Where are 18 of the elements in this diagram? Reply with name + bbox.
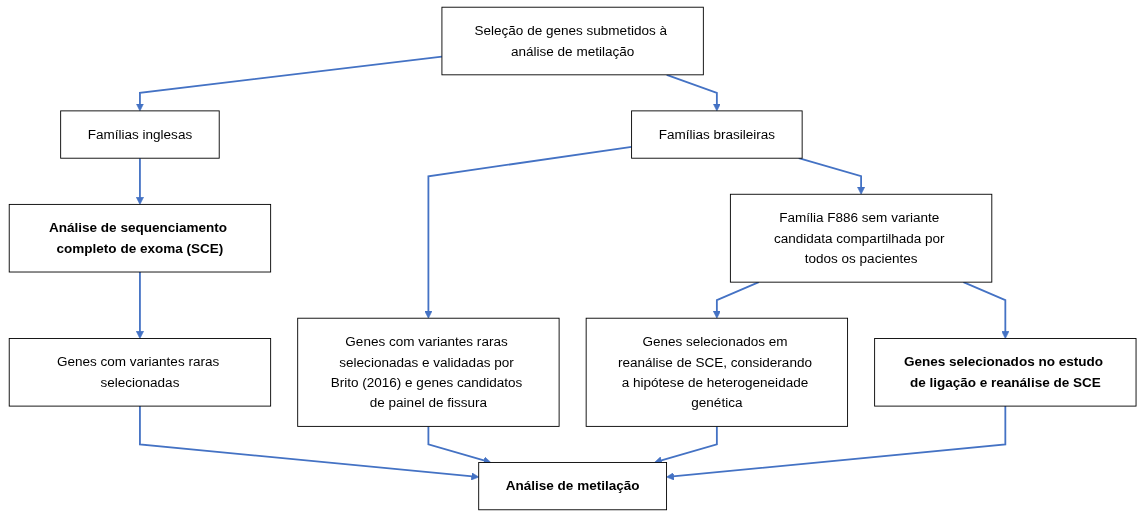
arrow bbox=[424, 145, 633, 319]
node-box: Análise de metilação bbox=[478, 462, 668, 511]
arrow bbox=[136, 55, 444, 112]
node-box: Genes com variantes raras selecionadas bbox=[9, 338, 272, 407]
node-box: Análise de sequenciamento completo de exoma (SCE) bbox=[9, 203, 272, 273]
arrow bbox=[139, 405, 480, 481]
arrow bbox=[136, 271, 145, 339]
arrow bbox=[136, 157, 145, 205]
node-box: Genes com variantes raras selecionadas e validadas por Brito (2016) e genes candidatos de painel de fissura bbox=[297, 317, 560, 427]
node-box: Famílias brasileiras bbox=[631, 110, 803, 159]
arrow bbox=[666, 405, 1007, 481]
arrow bbox=[666, 73, 722, 112]
node-box: Genes selecionados em reanálise de SCE, considerando a hipótese de heterogeneidade genética bbox=[586, 317, 849, 427]
node-box: Seleção de genes submetidos à análise de metilação bbox=[441, 6, 705, 76]
node-box: Famílias inglesas bbox=[60, 110, 220, 159]
arrow bbox=[962, 281, 1010, 339]
node-box: Família F886 sem variante candidata compartilhada por todos os pacientes bbox=[730, 193, 993, 283]
node-box: Genes selecionados no estudo de ligação e reanálise de SCE bbox=[874, 338, 1137, 407]
